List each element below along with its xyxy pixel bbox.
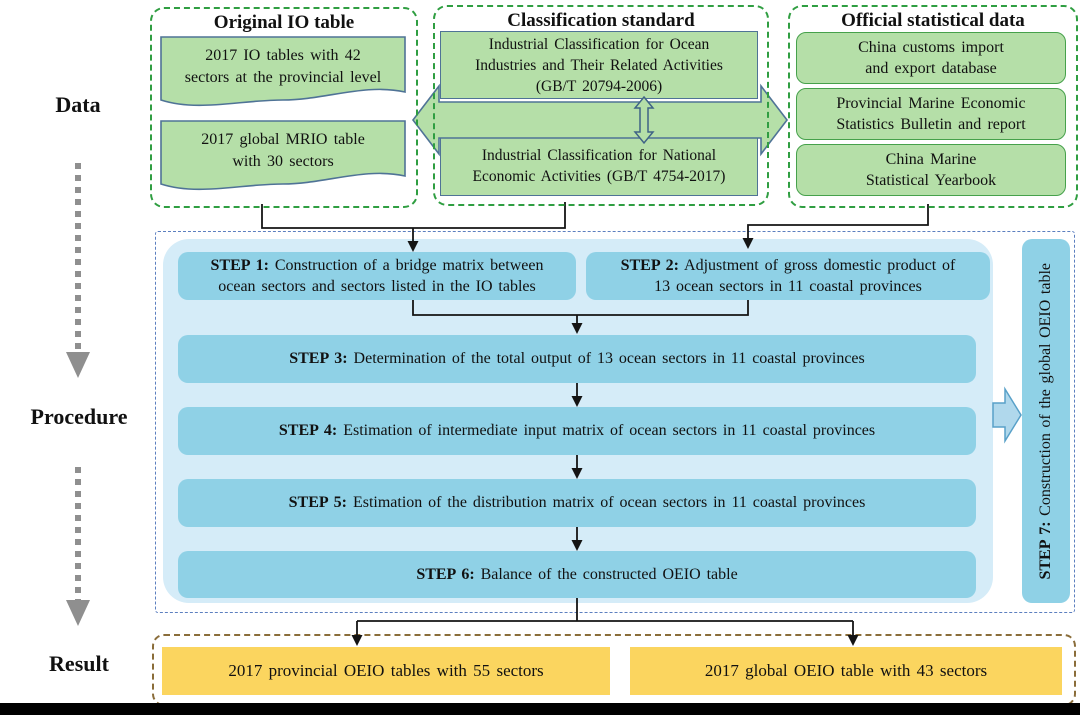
step-1-line1: Construction of a bridge matrix between (274, 257, 544, 274)
classification-ocean-line1: Industrial Classification for Ocean (488, 35, 710, 53)
doc-box-global-mrio-line2: with 30 sectors (232, 153, 334, 170)
step-4-box: STEP 4: Estimation of intermediate input… (178, 407, 976, 455)
classification-national-line1: Industrial Classification for National (481, 147, 717, 164)
official-box-bulletin: Provincial Marine Economic Statistics Bu… (796, 88, 1066, 140)
step-6-box: STEP 6: Balance of the constructed OEIO … (178, 551, 976, 598)
official-customs-line1: China customs import (858, 39, 1004, 56)
step5-arrowhead-icon (571, 468, 583, 479)
connector-step12-merge (412, 300, 749, 316)
step-1-line2: ocean sectors and sectors listed in the … (218, 278, 536, 295)
step-5-box: STEP 5: Estimation of the distribution m… (178, 479, 976, 527)
original-io-group: Original IO table (150, 7, 418, 208)
official-bulletin-line2: Statistics Bulletin and report (836, 116, 1026, 133)
horizontal-double-arrow-icon (411, 83, 789, 157)
official-yearbook-line2: Statistical Yearbook (865, 172, 997, 189)
side-label-result: Result (49, 651, 109, 676)
doc-box-global-mrio-line1: 2017 global MRIO table (201, 131, 365, 148)
official-box-customs: China customs import and export database (796, 32, 1066, 84)
step-1-label: STEP 1: (210, 257, 269, 274)
doc-box-provincial-io-line1: 2017 IO tables with 42 (205, 47, 361, 64)
step-5-text: Estimation of the distribution matrix of… (352, 494, 866, 511)
doc-box-provincial-io: 2017 IO tables with 42 sectors at the pr… (160, 36, 406, 114)
data-to-procedure-arrowhead-icon (66, 352, 90, 378)
classification-group: Classification standard (433, 5, 769, 206)
doc-box-global-mrio: 2017 global MRIO table with 30 sectors (160, 120, 406, 198)
official-data-title: Official statistical data (841, 10, 1025, 31)
doc-box-provincial-io-line2: sectors at the provincial level (184, 69, 382, 86)
document-shape (160, 120, 406, 191)
step3-arrowhead-icon (571, 323, 583, 334)
step-4-label: STEP 4: (278, 422, 338, 439)
classification-box-ocean: Industrial Classification for Ocean Indu… (440, 31, 758, 99)
procedure-to-result-arrowhead-icon (66, 600, 90, 626)
step6-arrowhead-icon (571, 540, 583, 551)
classification-ocean-line3: (GB/T 20794-2006) (535, 77, 663, 95)
step1-arrowhead-icon (407, 241, 419, 252)
step4-arrowhead-icon (571, 396, 583, 407)
step-2-line1: Adjustment of gross domestic product of (684, 257, 956, 274)
classification-national-line2: Economic Activities (GB/T 4754-2017) (472, 168, 726, 185)
step-3-text: Determination of the total output of 13 … (353, 350, 865, 367)
official-box-yearbook: China Marine Statistical Yearbook (796, 144, 1066, 196)
official-bulletin-line1: Provincial Marine Economic (836, 95, 1026, 112)
step-3-label: STEP 3: (289, 350, 348, 367)
step-6-text: Balance of the constructed OEIO table (480, 565, 738, 583)
official-customs-line2: and export database (865, 60, 997, 77)
step-4-text: Estimation of intermediate input matrix … (343, 422, 876, 439)
procedure-group-border (155, 231, 1075, 613)
step-2-label: STEP 2: (620, 257, 679, 274)
step-2-line2: 13 ocean sectors in 11 coastal provinces (654, 278, 922, 295)
classification-title: Classification standard (507, 10, 695, 31)
result-provincial-text: 2017 provincial OEIO tables with 55 sect… (228, 661, 544, 680)
step-6-label: STEP 6: (416, 565, 475, 583)
step-7-box: STEP 7: Construction of the global OEIO … (1022, 239, 1070, 603)
result-global-text: 2017 global OEIO table with 43 sectors (704, 661, 988, 680)
step-1-box: STEP 1: Construction of a bridge matrix … (178, 252, 576, 300)
document-shape (160, 36, 406, 107)
vertical-double-arrow-icon (633, 95, 655, 145)
classification-ocean-line2: Industries and Their Related Activities (475, 56, 723, 74)
result-left-arrowhead-icon (351, 635, 363, 646)
original-io-title: Original IO table (213, 12, 355, 33)
bottom-border-bar (0, 703, 1080, 715)
result-right-arrowhead-icon (847, 635, 859, 646)
side-label-data: Data (55, 92, 101, 117)
step-2-box: STEP 2: Adjustment of gross domestic pro… (586, 252, 990, 300)
step7-blue-arrow-icon (992, 386, 1022, 444)
step-3-box: STEP 3: Determination of the total outpu… (178, 335, 976, 383)
connector-step6-results (356, 598, 854, 639)
official-data-group: Official statistical data (788, 5, 1078, 208)
step2-arrowhead-icon (742, 238, 754, 249)
official-yearbook-line1: China Marine (885, 151, 977, 168)
side-label-procedure: Procedure (30, 404, 128, 429)
connector-right-group (747, 204, 929, 242)
result-box-global: 2017 global OEIO table with 43 sectors (630, 647, 1062, 695)
result-box-provincial: 2017 provincial OEIO tables with 55 sect… (162, 647, 610, 695)
step-5-label: STEP 5: (288, 494, 348, 511)
